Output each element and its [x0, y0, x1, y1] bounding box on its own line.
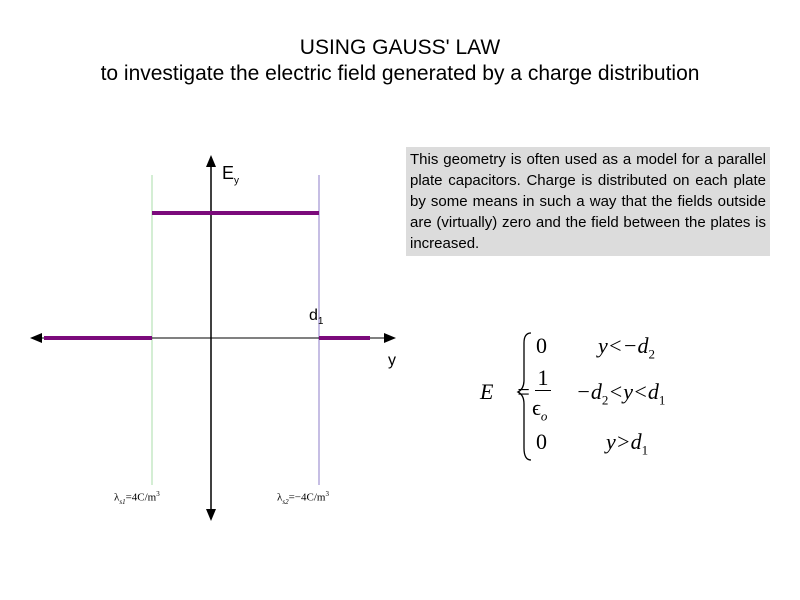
- x-axis-left-arrow: [30, 333, 42, 343]
- sub: s2: [282, 497, 289, 506]
- row2-denominator: ϵo: [532, 395, 548, 424]
- exp: 3: [325, 490, 329, 498]
- d1-text: d: [309, 307, 318, 324]
- c: −d: [576, 379, 602, 404]
- c: y>d: [606, 429, 642, 454]
- field-equation: E⃗ = 0 y<−d2 1 ϵo −d2<y<d1 0 y>d1: [480, 330, 730, 470]
- ey-label: E: [222, 163, 235, 183]
- row3-condition: y>d1: [606, 429, 649, 458]
- x-axis-label: y: [388, 352, 396, 369]
- value: =−4C/m: [288, 491, 326, 504]
- equation-lhs: E⃗ =: [480, 379, 531, 404]
- row1-value: 0: [536, 333, 547, 358]
- row2-numerator: 1: [535, 366, 551, 391]
- sub: s1: [119, 497, 126, 506]
- d1-label: d1: [309, 307, 323, 327]
- value: =4C/m: [125, 491, 157, 504]
- explanation-box: This geometry is often used as a model f…: [406, 147, 770, 256]
- slide-title: USING GAUSS' LAW: [299, 36, 501, 59]
- brace: [516, 332, 532, 461]
- t: <y<d: [608, 379, 659, 404]
- y-axis-up-arrow: [206, 155, 216, 167]
- ts: 1: [658, 392, 666, 408]
- x-axis-right-arrow: [384, 333, 396, 343]
- s: 2: [601, 392, 609, 408]
- ey-sub: y: [234, 175, 240, 187]
- row2-condition: −d2<y<d1: [576, 379, 666, 408]
- row3-value: 0: [536, 429, 547, 454]
- exp: 3: [156, 490, 160, 498]
- eps: ϵ: [532, 395, 541, 420]
- y-axis-label: Ey: [222, 163, 239, 187]
- o: o: [540, 408, 548, 424]
- d1-sub: 1: [317, 316, 324, 328]
- lambda: λ: [114, 491, 120, 504]
- y-axis-down-arrow: [206, 509, 216, 521]
- c: y<−d: [598, 333, 649, 358]
- row1-condition: y<−d2: [598, 333, 655, 362]
- lambda: λ: [277, 491, 283, 504]
- s: 2: [648, 346, 655, 362]
- slide-subtitle: to investigate the electric field genera…: [100, 62, 700, 85]
- plate1-charge-label: λs1=4C/m3: [114, 490, 160, 506]
- plate2-charge-label: λs2=−4C/m3: [277, 490, 329, 506]
- s: 1: [641, 442, 649, 458]
